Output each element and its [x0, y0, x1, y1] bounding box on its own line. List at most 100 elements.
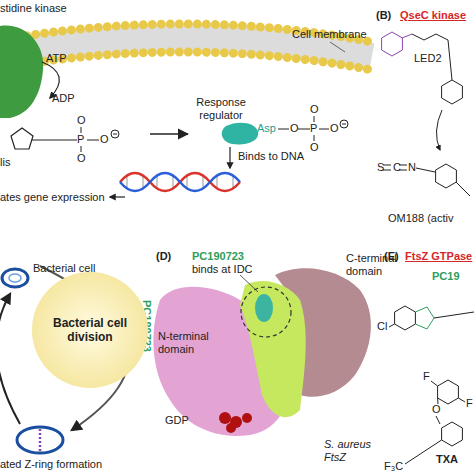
response-regulator: Response regulator: [188, 96, 266, 146]
histidine-residue: lis: [0, 122, 150, 174]
qsec-inhibitor-structure-part: [456, 182, 470, 196]
compound-name: LED2: [414, 52, 442, 65]
ftsz-protein-surface-part-part: [219, 412, 231, 424]
phosphate-bonds-part: [81, 146, 82, 152]
inhibitor-label: PC19: [432, 270, 460, 283]
inhibitor-label: PC190723: [192, 250, 244, 263]
dna-helix-part-part: [142, 176, 144, 188]
dna-helix-part: [120, 173, 240, 191]
node-text: Bacterial cell division: [50, 316, 130, 344]
ftsz-inhibitor-structure-part: [442, 422, 463, 446]
qsec-inhibitor-structure-part: [424, 34, 436, 40]
phosphate-bonds-part: [298, 129, 310, 130]
ftsz-protein-surface: [153, 268, 371, 436]
ftsz-protein-surface-part-part: [226, 423, 236, 433]
reaction-arrow: [150, 133, 188, 135]
panel-title: FtsZ GTPase: [405, 250, 472, 263]
panel-title: QseC kinase: [400, 9, 466, 22]
division-circle: Bacterial cell division: [32, 272, 148, 388]
panel-heading: stidine kinase: [0, 2, 67, 15]
dna-helix-part: [120, 173, 240, 191]
ftsz-inhibitor-structure-part: [438, 380, 459, 404]
phosphate-bonds-part: [81, 127, 82, 133]
molecule-label: ADP: [52, 92, 75, 105]
ftsz-protein-surface-part: [240, 275, 258, 292]
atom-label: O: [330, 122, 339, 135]
ftsz-inhibitor-structure-part: [458, 398, 465, 402]
membrane-label: Cell membrane: [292, 28, 367, 41]
dna-helix-part: [229, 147, 230, 168]
ftsz-protein-surface-part-part: [242, 413, 252, 423]
atom-label: O: [77, 152, 86, 165]
dna-helix-part-part: [126, 176, 128, 188]
atom-label: O: [432, 403, 441, 416]
phosphate-bonds-part: [113, 134, 117, 135]
molecule-label: ATP: [46, 52, 67, 65]
phosphate-bonds-part: [278, 129, 289, 130]
cell-membrane-part: [0, 52, 372, 70]
ftsz-protein-surface-part: [255, 294, 273, 322]
phosphate-bonds-part: [340, 120, 348, 128]
panel-letter: (B): [376, 9, 391, 22]
site-label: binds at IDC: [192, 263, 253, 276]
dna-helix-part-part: [202, 176, 204, 188]
phosphate-bonds-part: [342, 124, 346, 125]
cell-circle: [32, 272, 148, 388]
panel-letter: (E): [384, 250, 399, 263]
ftsz-protein-surface-part: [219, 412, 252, 433]
division-cycle-part: [9, 274, 21, 282]
qsec-inhibitor-structure-part: [412, 34, 424, 40]
histidine-kinase-part: [0, 26, 43, 118]
ftsz-inhibitor-structure-part: [434, 312, 474, 318]
histidine-kinase: [0, 26, 59, 118]
qsec-inhibitor-structure-part: [436, 110, 442, 150]
atom-label: P: [310, 122, 317, 135]
dna-helix-part-part: [172, 176, 174, 188]
division-cycle-part: [17, 427, 63, 453]
atom-label: F: [423, 370, 430, 383]
qsec-inhibitor-structure-part: [416, 168, 435, 172]
division-cycle-part: [2, 269, 28, 287]
atom-label: O: [77, 114, 86, 127]
qsec-inhibitor-structure-part: [382, 32, 403, 56]
domain-label: N-terminal domain: [158, 330, 218, 356]
atom-label: Cl: [377, 320, 387, 333]
division-cycle-part: [39, 429, 42, 451]
dna-helix-part-part: [216, 176, 218, 188]
ftsz-inhibitor-structure-part: [415, 307, 434, 329]
process-label: Binds to DNA: [238, 150, 304, 163]
cell-membrane: [0, 24, 372, 70]
imidazole-ring: [11, 128, 33, 149]
atom-label: O: [310, 103, 319, 116]
dna-helix-part-part: [232, 176, 234, 188]
atom-label: F₃C: [384, 460, 403, 473]
phosphate-bonds-part: [314, 116, 315, 122]
cell-membrane-part: [0, 24, 372, 42]
cell-membrane-part: [330, 42, 345, 52]
atom-label: O: [290, 122, 299, 135]
qsec-inhibitor-structure-part: [436, 164, 457, 188]
qsec-inhibitor-structure-part: [436, 34, 448, 40]
protein-label: S. aureus FtsZ: [324, 438, 382, 464]
dna-helix: [110, 147, 240, 197]
ftsz-inhibitor-structure-part: [431, 381, 438, 386]
ftsz-inhibitor-structure-part: [389, 324, 395, 327]
process-label: ated Z-ring formation: [0, 458, 102, 471]
node-text: Response regulator: [188, 96, 254, 122]
atom-label: C: [393, 161, 401, 174]
phosphate-bonds-part: [111, 130, 119, 138]
division-cycle-part: [0, 294, 20, 424]
phosphate-bonds-part: [314, 135, 315, 141]
ftsz-protein-surface-part: [240, 281, 306, 417]
phosphate-bonds-part: [319, 129, 329, 130]
qsec-inhibitor-structure-part: [442, 80, 463, 104]
atom-label: N: [408, 161, 416, 174]
node-outline: [0, 122, 150, 174]
ftsz-inhibitor-structure-part: [436, 416, 440, 424]
ftsz-inhibitor-structure: [389, 306, 474, 464]
qsec-inhibitor-structure-part: [402, 34, 412, 38]
atom-label: S: [377, 161, 384, 174]
residue-label: Asp: [257, 122, 276, 135]
